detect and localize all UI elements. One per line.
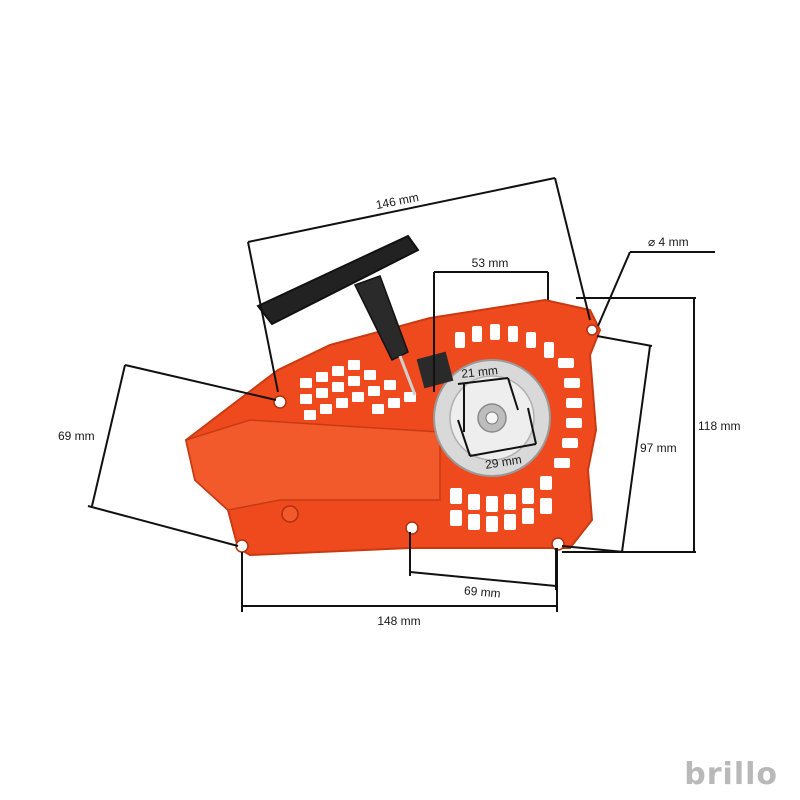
label-148mm: 148 mm (377, 614, 420, 628)
label-69mm-bottom: 69 mm (463, 583, 501, 600)
handle-stem (353, 275, 409, 362)
vent-ring (450, 324, 582, 532)
label-21mm: 21 mm (461, 363, 499, 381)
starter-housing (184, 298, 602, 557)
label-69mm-left: 69 mm (58, 429, 95, 443)
brand-watermark: brillo (684, 757, 778, 792)
mount-hole-top-right (586, 324, 598, 336)
mounting-holes (235, 324, 598, 553)
starter-rope (398, 355, 417, 396)
pull-handle (256, 234, 420, 396)
label-53mm: 53 mm (472, 256, 509, 270)
housing-front-plate (185, 419, 441, 511)
label-diameter-4mm: ⌀ 4 mm (648, 235, 689, 249)
label-97mm: 97 mm (640, 441, 677, 455)
vent-grid-left (300, 360, 416, 420)
label-146mm: 146 mm (375, 190, 420, 212)
mount-hole-bottom-center (405, 521, 419, 535)
handle-grip (256, 234, 420, 326)
label-118mm: 118 mm (698, 419, 740, 433)
dimension-lines (87, 177, 715, 612)
mount-hole-upper-left (273, 395, 287, 409)
boss-left (281, 505, 299, 523)
label-29mm: 29 mm (484, 452, 522, 472)
